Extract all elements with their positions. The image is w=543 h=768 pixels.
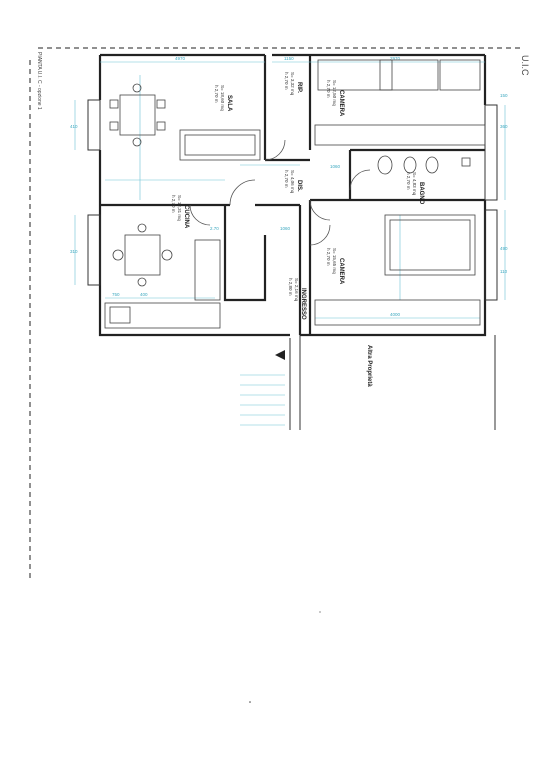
camera1-bed [314,59,486,146]
room-ingresso: INGRESSO S= 2,16 mq h 2,80 m [288,278,306,320]
bagno-name: BAGNO [418,182,424,205]
room-rip: RIP. S= 3,32 mq h 2,70 m [284,72,302,96]
dim-dis: 1060 [330,164,341,169]
other-property-label: Altra Proprietà [366,345,372,387]
dim-right-bottom: 110 [500,269,508,274]
cucina-counter [104,239,221,329]
ingresso-area: S= 2,16 mq [294,278,299,302]
camera1-area: S= 12,50 mq [332,80,337,106]
camera2-bed [314,214,481,326]
dimension-lines [74,61,506,319]
dim-left-cucina: 310 [70,249,78,254]
dim-top-left: 4970 [175,56,186,61]
room-camera2: CAMERA S= 15,65 mq h 2,70 m [326,248,344,285]
room-sala: SALA S= 18,60 mq h 2,70 m [214,85,232,112]
scan-speck [319,611,321,613]
plan-caption: PIANTA U.I. C - opzione 1 [36,52,42,110]
dim-right-top: 150 [500,93,508,98]
unit-code: U.I.C [520,55,530,76]
dim-bottom-right: 4000 [390,312,401,317]
doors [189,139,371,246]
entrance-arrow [275,350,285,360]
dim-right-camera: 360 [500,124,508,129]
dim-top-right: 2970 [390,56,401,61]
room-cucina: CUCINA S= 12,31 mq h 2,70 m [171,195,189,229]
stairs [240,374,285,426]
walls [98,53,487,337]
dim-bottom-left: 750 [112,292,120,297]
dis-height: h 2,70 m [284,170,289,188]
bagno-area: S= 4,83 mq [412,172,417,196]
dim-cucina: 2.70 [210,226,219,231]
camera1-name: CAMERA [338,90,344,117]
wall-niches [87,99,498,301]
dim-bottom-mid: 400 [140,292,148,297]
sala-dining-table [109,83,166,147]
rip-name: RIP. [296,82,302,93]
camera2-name: CAMERA [338,258,344,285]
dim-right-camera2: 490 [500,246,508,251]
dim-top-mid: 1150 [284,56,294,61]
dim-ingresso: 1060 [280,226,291,231]
dis-name: DIS. [296,180,302,192]
cucina-name: CUCINA [183,205,189,229]
sala-area: S= 18,60 mq [220,85,225,111]
camera2-height: h 2,70 m [326,248,331,266]
camera1-height: h 2,70 m [326,80,331,98]
room-bagno: BAGNO S= 4,83 mq h 2,70 m [406,172,424,205]
cucina-table [112,223,173,287]
room-camera1: CAMERA S= 12,50 mq h 2,70 m [326,80,344,117]
cucina-height: h 2,70 m [171,195,176,213]
room-dis: DIS. S= 4,06 mq h 2,70 m [284,170,302,194]
camera2-area: S= 15,65 mq [332,248,337,274]
bagno-fixtures [377,155,471,175]
ingresso-height: h 2,80 m [288,278,293,296]
rip-area: S= 3,32 mq [290,72,295,96]
rip-height: h 2,70 m [284,72,289,90]
cucina-area: S= 12,31 mq [177,195,182,221]
sala-sofa [179,129,261,161]
dis-area: S= 4,06 mq [290,170,295,194]
ingresso-name: INGRESSO [300,288,306,320]
scan-speck [249,701,251,703]
bagno-height: h 2,70 m [406,172,411,190]
sala-height: h 2,70 m [214,85,219,103]
dim-left-sala: 410 [70,124,78,129]
sala-name: SALA [226,95,232,112]
